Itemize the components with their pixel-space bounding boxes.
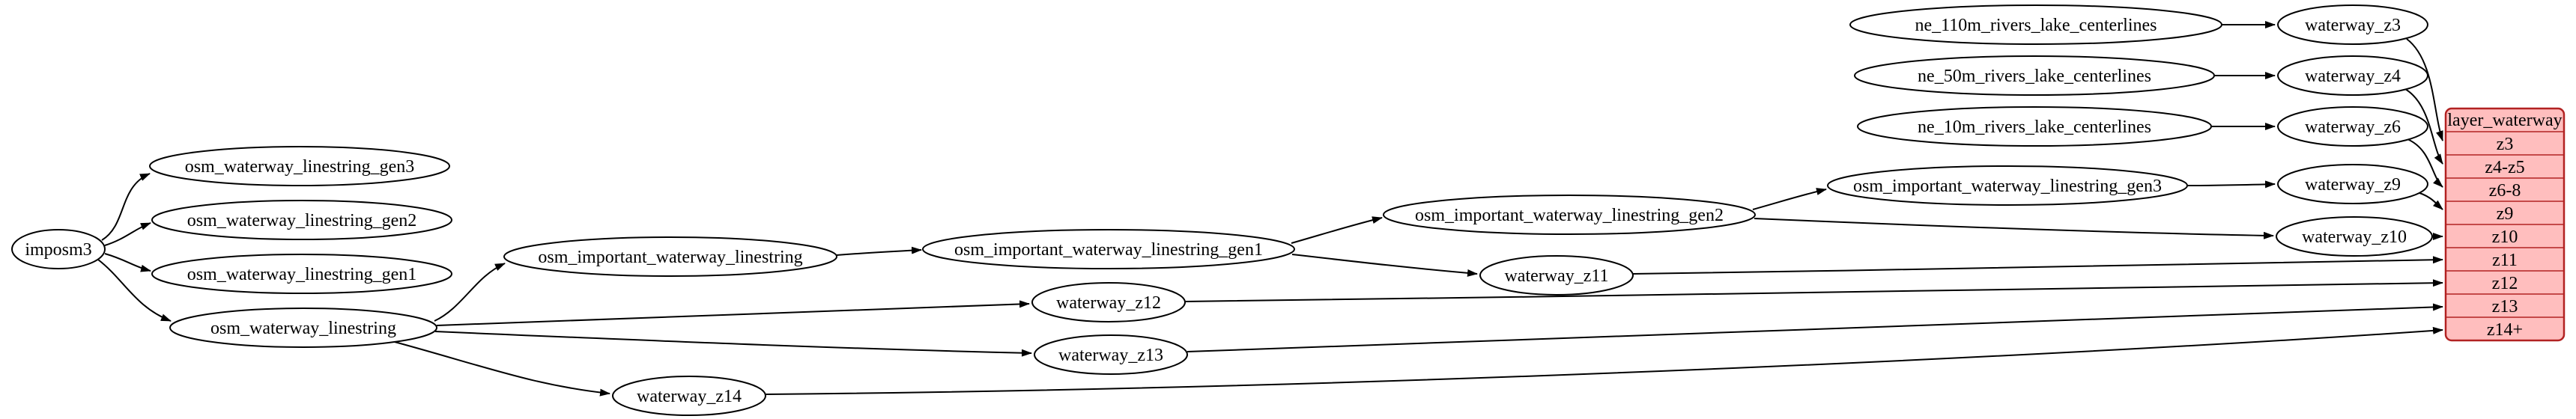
node-waterway-z9: waterway_z9 [2277, 164, 2428, 204]
edge-imposm3-to-osm-waterway-linestring-gen1 [104, 253, 151, 272]
edge-waterway-z6-to-layer-z6-8 [2407, 138, 2443, 188]
node-osm-waterway-linestring-gen2: osm_waterway_linestring_gen2 [151, 200, 452, 240]
node-osm-important-waterway-linestring-gen3-shape [1827, 165, 2188, 206]
node-waterway-z10-shape [2276, 216, 2433, 257]
node-osm-waterway-linestring-gen2-shape [151, 200, 452, 240]
node-imposm3-shape [11, 229, 106, 269]
node-waterway-z13: waterway_z13 [1034, 334, 1188, 375]
edge-waterway-z14-to-layer-z14plus [765, 326, 2443, 395]
edge-osm-waterway-linestring-to-waterway-z12 [436, 300, 1030, 326]
edge-imposm3-to-osm-waterway-linestring [97, 259, 172, 322]
node-osm-important-waterway-linestring-gen2: osm_important_waterway_linestring_gen2 [1383, 195, 1756, 235]
layer-row-z14plus: z14+ [2487, 320, 2523, 340]
edge-gen2-to-gen3 [1752, 188, 1827, 210]
node-imposm3-label: imposm3 [25, 240, 91, 260]
layer-row-z13: z13 [2492, 297, 2518, 316]
edge-waterway-z4-to-layer-z4-z5 [2404, 88, 2443, 165]
edge-osm-waterway-linestring-to-osm-important-waterway-linestring [434, 263, 506, 322]
node-osm-waterway-linestring-shape [169, 308, 437, 348]
node-waterway-z3-shape [2277, 4, 2428, 45]
node-waterway-z12-label: waterway_z12 [1056, 293, 1161, 313]
record-layer-waterway: layer_waterway z3 z4-z5 z6-8 z9 z10 z11 … [2444, 107, 2566, 342]
node-osm-important-waterway-linestring: osm_important_waterway_linestring [503, 236, 837, 277]
node-osm-waterway-linestring-gen1-label: osm_waterway_linestring_gen1 [187, 265, 417, 284]
node-osm-waterway-linestring-label: osm_waterway_linestring [210, 319, 396, 338]
edge-gen1-to-waterway-z11 [1291, 254, 1478, 277]
node-waterway-z4-label: waterway_z4 [2305, 67, 2401, 86]
node-ne-10m-rivers-lake-centerlines: ne_10m_rivers_lake_centerlines [1857, 106, 2212, 147]
node-osm-important-waterway-linestring-gen1-shape [922, 229, 1295, 269]
node-osm-waterway-linestring-gen3-shape [149, 146, 450, 186]
node-waterway-z14: waterway_z14 [612, 376, 766, 416]
node-osm-important-waterway-linestring-gen2-shape [1383, 195, 1756, 235]
node-osm-waterway-linestring-gen1-shape [151, 254, 452, 294]
node-ne-110m-rivers-lake-centerlines: ne_110m_rivers_lake_centerlines [1849, 4, 2222, 45]
layer-row-z4-z5: z4-z5 [2485, 158, 2524, 177]
node-osm-important-waterway-linestring-label: osm_important_waterway_linestring [538, 248, 802, 267]
edge-waterway-z11-to-layer-z11 [1632, 256, 2443, 275]
node-waterway-z10-label: waterway_z10 [2302, 227, 2407, 247]
edge-gen2-to-waterway-z10 [1754, 218, 2274, 239]
edge-waterway-z3-to-layer-z3 [2406, 38, 2443, 141]
node-waterway-z3: waterway_z3 [2277, 4, 2428, 45]
node-waterway-z12: waterway_z12 [1031, 282, 1186, 322]
node-waterway-z4: waterway_z4 [2277, 55, 2428, 96]
node-waterway-z4-shape [2277, 55, 2428, 96]
node-waterway-z6-shape [2277, 106, 2428, 147]
node-waterway-z11-shape [1479, 255, 1634, 296]
node-osm-important-waterway-linestring-gen3-label: osm_important_waterway_linestring_gen3 [1853, 177, 2162, 196]
node-ne-50m-rivers-lake-centerlines-label: ne_50m_rivers_lake_centerlines [1918, 67, 2151, 86]
node-ne-10m-rivers-lake-centerlines-shape [1857, 106, 2212, 147]
node-osm-important-waterway-linestring-shape [503, 236, 837, 277]
layer-row-z9: z9 [2497, 204, 2514, 224]
node-osm-important-waterway-linestring-gen3: osm_important_waterway_linestring_gen3 [1827, 165, 2188, 206]
node-waterway-z14-label: waterway_z14 [637, 387, 742, 406]
node-ne-50m-rivers-lake-centerlines-shape [1854, 55, 2215, 96]
layer-row-z10: z10 [2492, 227, 2518, 247]
node-imposm3: imposm3 [11, 229, 106, 269]
node-waterway-z14-shape [612, 376, 766, 416]
node-osm-waterway-linestring-gen3: osm_waterway_linestring_gen3 [149, 146, 450, 186]
layer-row-z3: z3 [2497, 135, 2514, 154]
edge-imposm3-to-osm-waterway-linestring-gen3 [101, 173, 151, 241]
node-waterway-z11: waterway_z11 [1479, 255, 1634, 296]
node-waterway-z11-label: waterway_z11 [1504, 266, 1608, 286]
node-osm-waterway-linestring-gen2-label: osm_waterway_linestring_gen2 [187, 211, 417, 230]
node-waterway-z13-shape [1034, 334, 1188, 375]
node-osm-waterway-linestring-gen1: osm_waterway_linestring_gen1 [151, 254, 452, 294]
layer-row-z12: z12 [2492, 274, 2518, 293]
node-ne-50m-rivers-lake-centerlines: ne_50m_rivers_lake_centerlines [1854, 55, 2215, 96]
node-waterway-z9-shape [2277, 164, 2428, 204]
node-osm-important-waterway-linestring-gen1-label: osm_important_waterway_linestring_gen1 [954, 240, 1263, 260]
node-ne-10m-rivers-lake-centerlines-label: ne_10m_rivers_lake_centerlines [1918, 117, 2151, 137]
edge-osm-waterway-linestring-to-waterway-z14 [394, 341, 610, 397]
edge-gen3-to-waterway-z9 [2186, 180, 2276, 189]
node-waterway-z12-shape [1031, 282, 1186, 322]
edge-waterway-z12-to-layer-z12 [1184, 279, 2443, 302]
node-waterway-z10: waterway_z10 [2276, 216, 2433, 257]
node-waterway-z3-label: waterway_z3 [2305, 16, 2401, 35]
node-ne-110m-rivers-lake-centerlines-shape [1849, 4, 2222, 45]
edge-gen1-to-gen2 [1291, 216, 1383, 244]
node-osm-waterway-linestring-gen3-label: osm_waterway_linestring_gen3 [185, 157, 415, 177]
edge-imposm3-to-osm-waterway-linestring-gen2 [104, 222, 151, 246]
edge-osm-waterway-linestring-to-waterway-z13 [434, 331, 1032, 357]
node-waterway-z9-label: waterway_z9 [2305, 175, 2401, 195]
edge-waterway-z13-to-layer-z13 [1187, 303, 2443, 352]
node-ne-110m-rivers-lake-centerlines-label: ne_110m_rivers_lake_centerlines [1915, 16, 2157, 35]
node-waterway-z6: waterway_z6 [2277, 106, 2428, 147]
node-waterway-z13-label: waterway_z13 [1058, 346, 1163, 365]
layer-row-z6-8: z6-8 [2489, 181, 2521, 201]
node-osm-waterway-linestring: osm_waterway_linestring [169, 308, 437, 348]
edge-waterway-z9-to-layer-z9 [2414, 191, 2443, 210]
edge-osm-important-waterway-linestring-to-gen1 [836, 246, 922, 256]
layer-row-z11: z11 [2492, 251, 2518, 270]
nodes: imposm3 osm_waterway_linestring_gen3 osm… [11, 4, 2433, 416]
node-osm-important-waterway-linestring-gen1: osm_important_waterway_linestring_gen1 [922, 229, 1295, 269]
node-osm-important-waterway-linestring-gen2-label: osm_important_waterway_linestring_gen2 [1415, 206, 1724, 225]
node-waterway-z6-label: waterway_z6 [2305, 117, 2401, 137]
layer-waterway-title: layer_waterway [2447, 111, 2562, 130]
